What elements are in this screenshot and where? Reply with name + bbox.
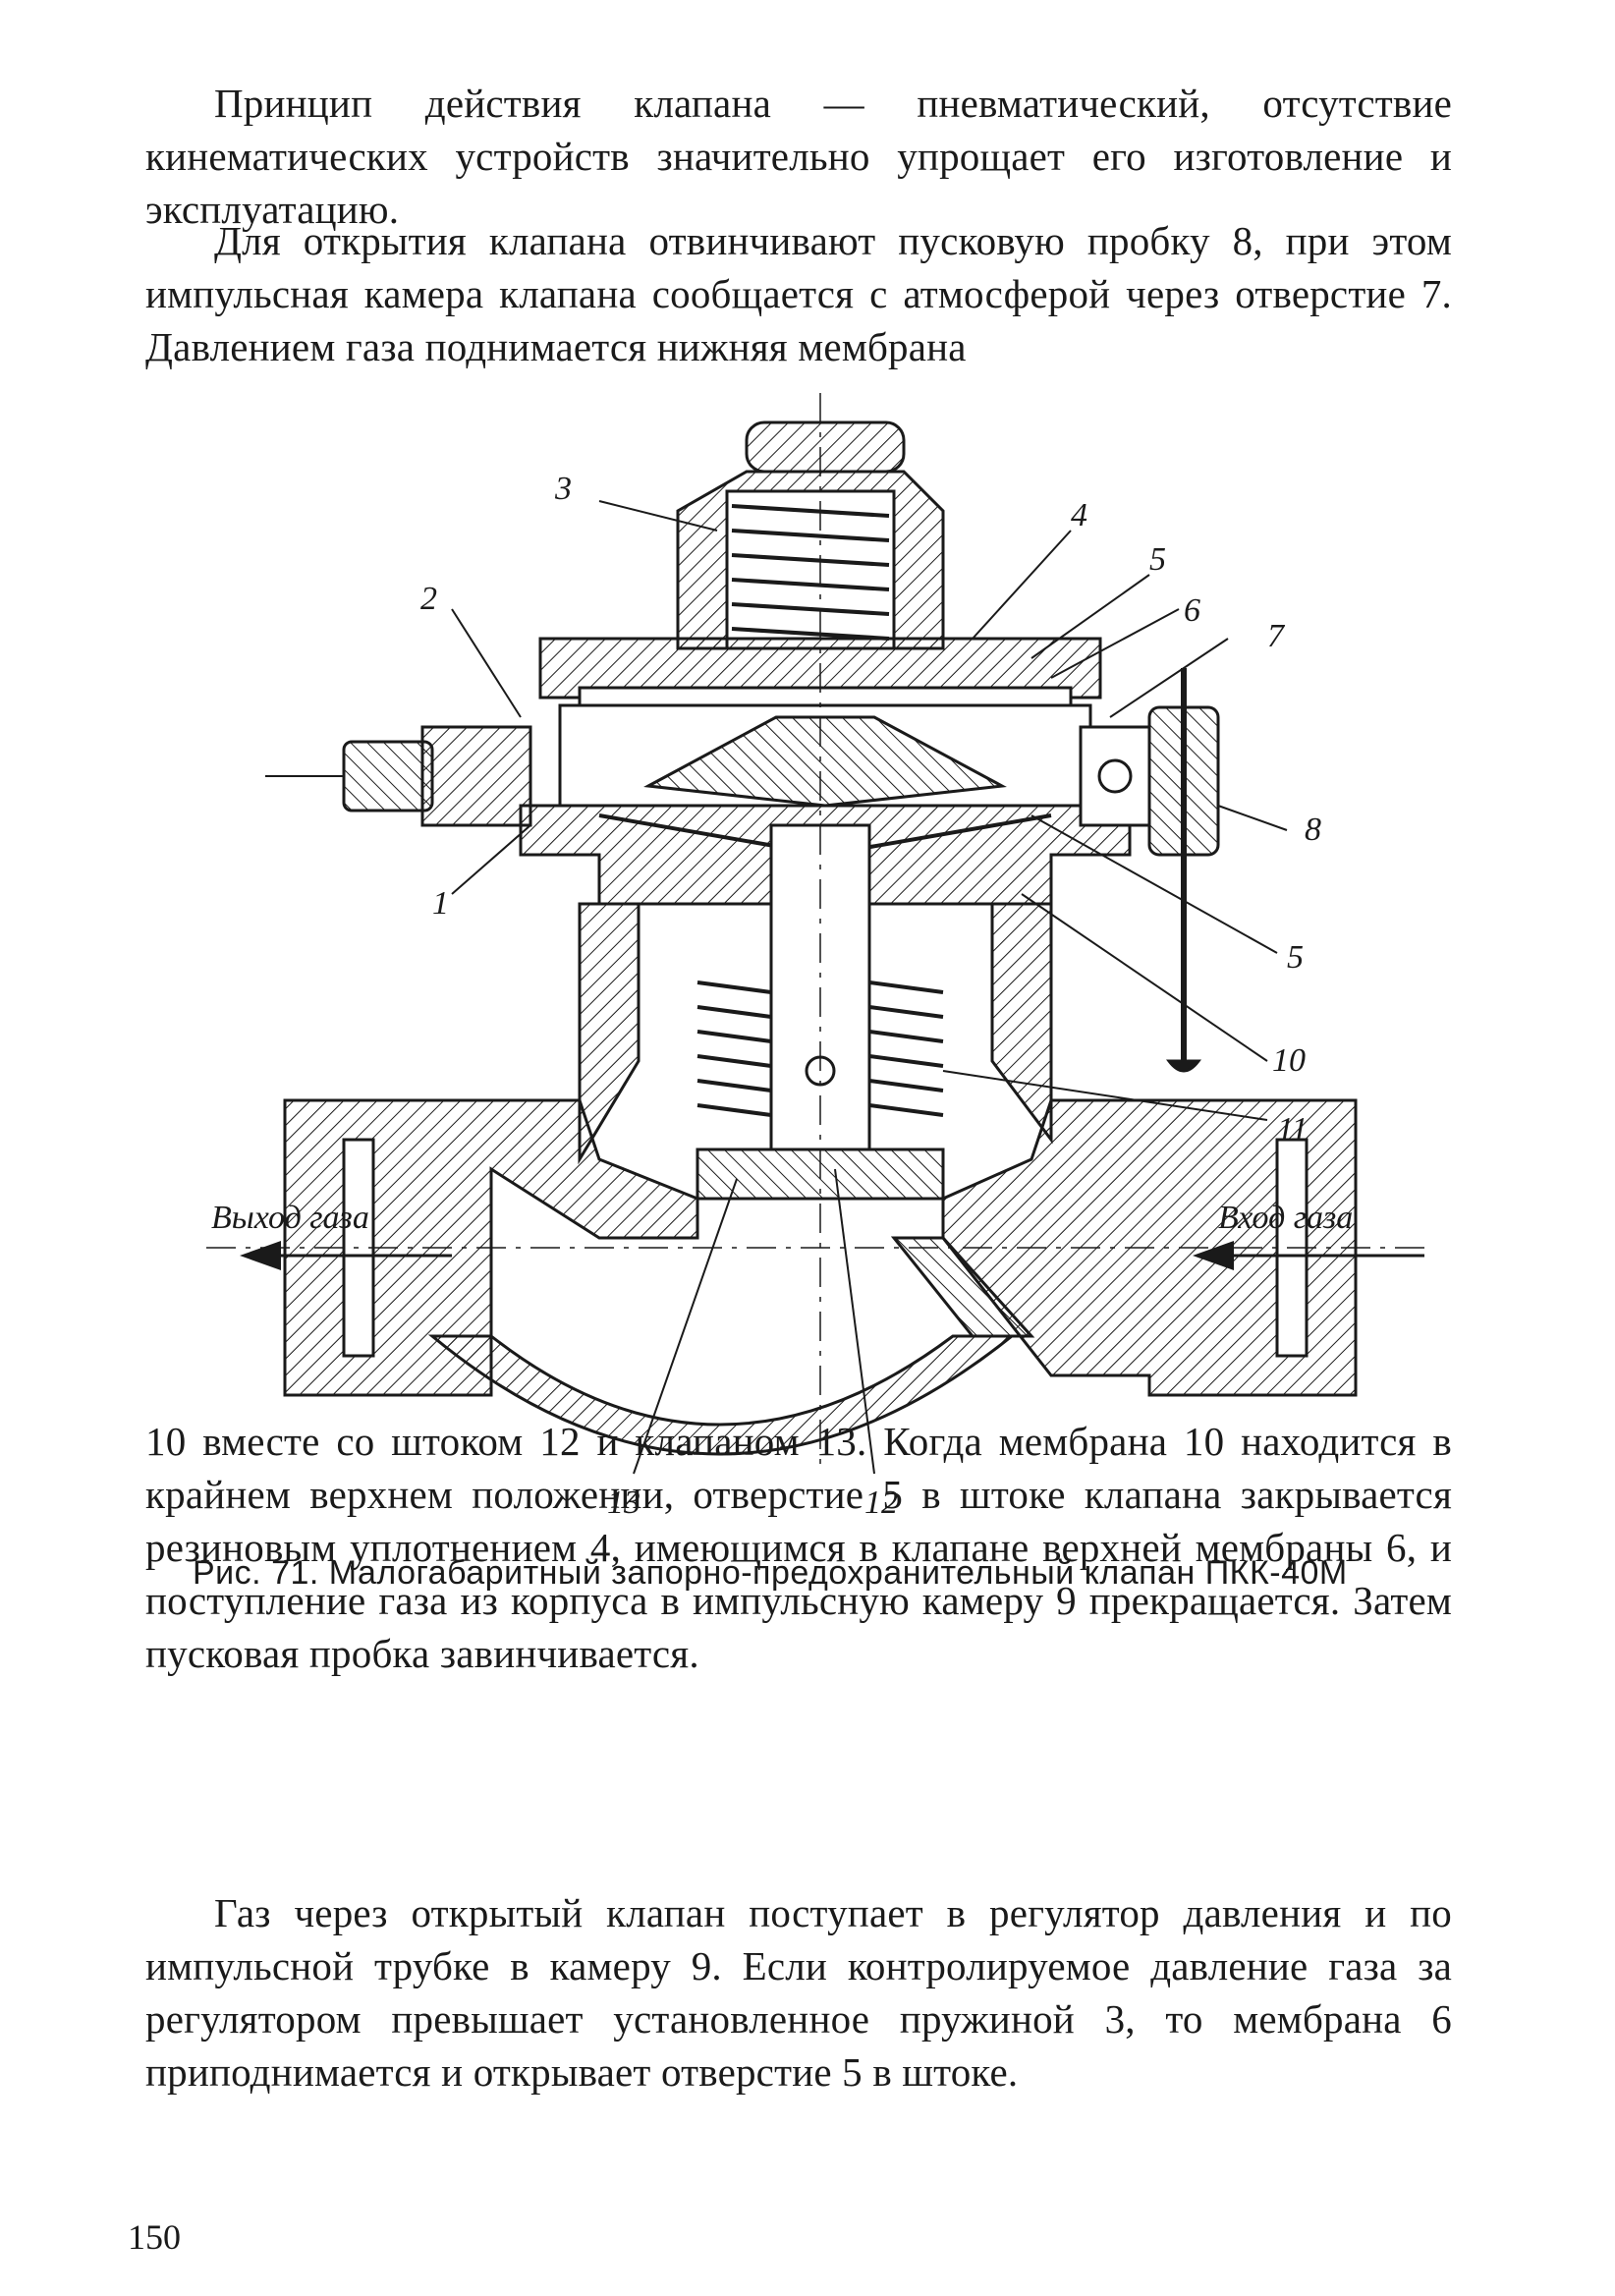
part-label-4: 4 (1071, 497, 1087, 533)
paragraph-1: Принцип действия клапана — пневматически… (145, 81, 1452, 232)
page-number: 150 (128, 2217, 181, 2257)
paragraph-3: 10 вместе со штоком 12 и клапаном 13. Ко… (145, 1419, 1452, 1676)
part-label-8: 8 (1305, 812, 1321, 848)
paragraph-4: Газ через открытый клапан поступает в ре… (145, 1890, 1452, 2095)
paragraph-2: Для открытия клапана отвинчивают пускову… (145, 218, 1452, 369)
part-label-2: 2 (420, 581, 437, 617)
part-label-6: 6 (1184, 592, 1200, 629)
part-label-5: 5 (1149, 541, 1166, 578)
part-label-5b: 5 (1287, 939, 1304, 976)
part-label-13: 13 (607, 1484, 640, 1521)
valve-drawing: 3 2 1 4 5 6 7 8 5 10 11 12 13 Выход газа… (167, 393, 1444, 1533)
part-label-10: 10 (1272, 1042, 1306, 1079)
part-label-11: 11 (1277, 1111, 1308, 1148)
figure-caption: Рис. 71. Малогабаритный запорно-предохра… (193, 1554, 1348, 1592)
part-label-12: 12 (864, 1484, 898, 1521)
part-label-1: 1 (432, 885, 449, 922)
part-label-3: 3 (554, 471, 572, 507)
inlet-label: Вход газа (1218, 1200, 1353, 1236)
outlet-label: Выход газа (211, 1200, 369, 1236)
part-label-7: 7 (1267, 618, 1286, 654)
